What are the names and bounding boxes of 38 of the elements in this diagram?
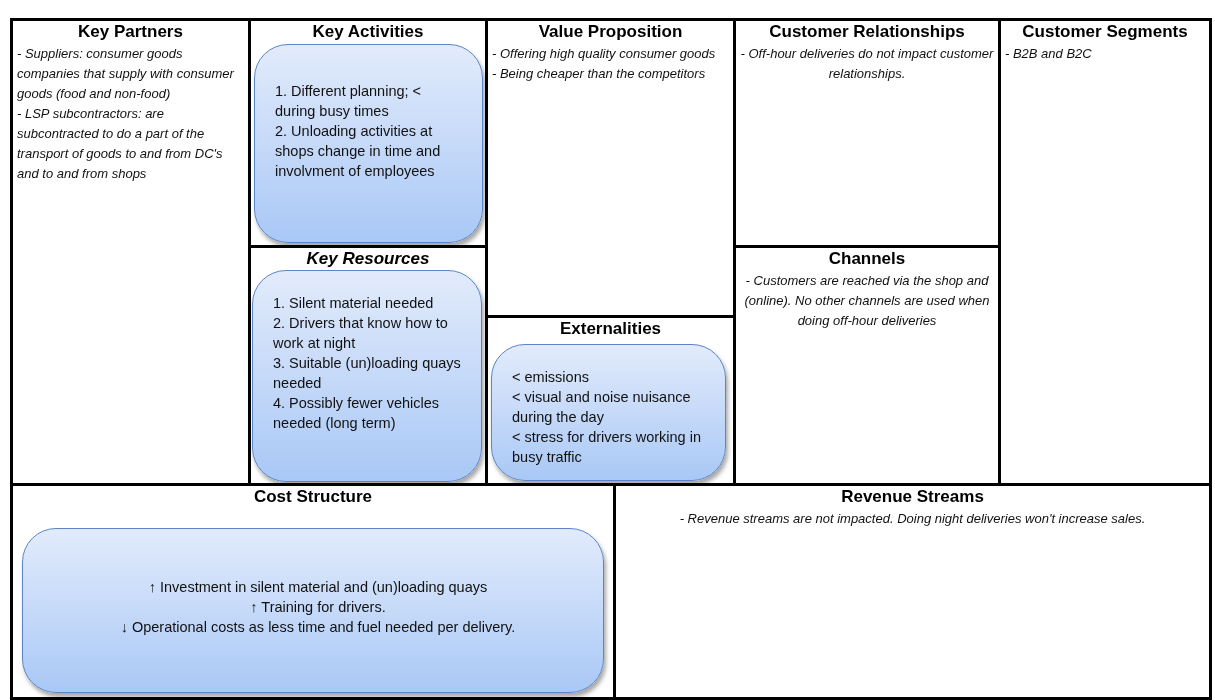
cell-heading: Cost Structure (252, 487, 374, 507)
cell-text: - Suppliers: consumer goods companies that supply with consumer goods (food and non-food) (17, 45, 236, 103)
box-text: ↑ Training for drivers. (249, 598, 387, 617)
box-text: < stress for drivers working in busy traffic (512, 428, 702, 467)
cell-text: - Customers are reached via the shop and (online). No other channels are used when doing off-hour deliveries (743, 272, 991, 330)
cell-heading: Key Resources (305, 249, 431, 269)
canvas-cell (10, 483, 616, 700)
rounded-text-box (254, 44, 483, 243)
canvas-cell (613, 483, 1212, 700)
box-text: 1. Silent material needed (273, 294, 435, 313)
cell-heading: Revenue Streams (840, 487, 985, 507)
cell-heading: Key Activities (311, 22, 425, 42)
cell-heading: Customer Relationships (768, 22, 966, 42)
canvas-cell (998, 18, 1212, 486)
cell-heading: Key Partners (77, 22, 184, 42)
cell-text: - LSP subcontractors: are subcontracted to do a part of the transport of goods to and from DC's and to and from shops (17, 105, 224, 183)
cell-text: - Revenue streams are not impacted. Doing night deliveries won't increase sales. (678, 510, 1147, 528)
rounded-text-box (22, 528, 604, 693)
box-text: 4. Possibly fewer vehicles needed (long term) (273, 394, 440, 433)
box-text: ↑ Investment in silent material and (un)loading quays (147, 578, 489, 597)
rounded-text-box (252, 270, 482, 482)
cell-heading: Channels (827, 249, 907, 269)
cell-text: - Being cheaper than the competitors (492, 65, 707, 83)
box-text: 1. Different planning; < during busy times (275, 82, 423, 121)
canvas-cell (10, 18, 251, 486)
box-text: 2. Unloading activities at shops change in time and involvment of employees (275, 122, 442, 181)
box-text: < visual and noise nuisance during the day (512, 388, 692, 427)
cell-heading: Value Proposition (537, 22, 684, 42)
box-text: 2. Drivers that know how to work at night (273, 314, 449, 353)
rounded-text-box (491, 344, 726, 481)
cell-heading: Customer Segments (1021, 22, 1189, 42)
cell-heading: Externalities (558, 319, 663, 339)
box-text: 3. Suitable (un)loading quays needed (273, 354, 462, 393)
cell-text: - B2B and B2C (1005, 45, 1093, 63)
box-text: < emissions (512, 368, 590, 387)
cell-text: - Off-hour deliveries do not impact customer relationships. (740, 45, 994, 83)
cell-text: - Offering high quality consumer goods (492, 45, 717, 63)
box-text: ↓ Operational costs as less time and fuel needed per delivery. (119, 618, 517, 637)
